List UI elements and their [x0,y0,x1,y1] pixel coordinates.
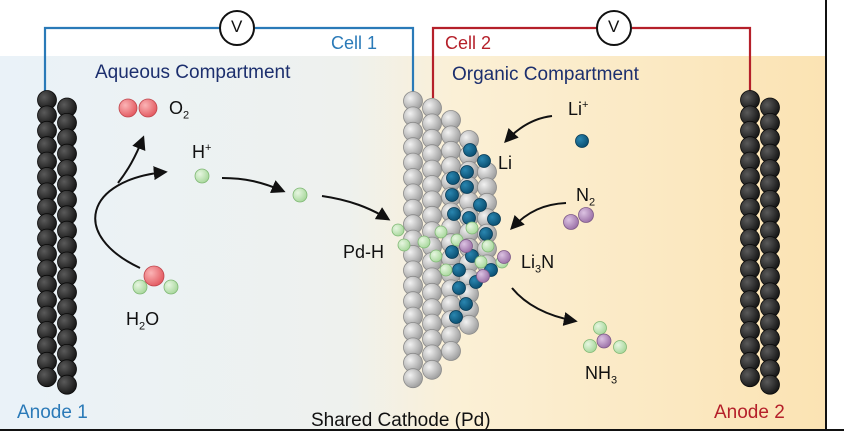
lithium-ion-label: Li+ [568,99,589,119]
lithium-atom [473,198,487,212]
anode2-electrode [740,90,780,395]
hydrogen-atom [194,168,210,184]
hydrogen-atom [481,239,495,253]
lithium-atom [452,281,466,295]
oxygen-label: O2 [169,98,190,122]
anode2-label: Anode 2 [714,402,785,423]
hydrogen-atom [292,187,308,203]
cell2-voltmeter-label: V [608,17,620,36]
lithium-atom [575,134,589,148]
nitrogen-arrow [510,202,567,231]
lithium-atom [487,212,501,226]
anode2-atom [740,367,760,388]
cell1-wire-left [43,26,220,97]
lithium-atom [452,263,466,277]
palladium-atom [422,359,442,380]
hydrogen-atom [132,279,148,295]
water-label: H2O [126,309,160,333]
oxygen-atom [143,265,165,287]
lithium-atom [449,310,463,324]
aqueous-compartment-title: Aqueous Compartment [95,62,291,83]
cell1-voltmeter-label: V [231,17,243,36]
nitrogen-atom [563,214,579,230]
pd-h-label: Pd-H [343,242,385,262]
lithium-atom [460,180,474,194]
lithium-label: Li [498,153,513,173]
anode1-atom [37,367,57,388]
lithium-deposit [445,134,589,324]
cell1-wire-right [255,26,415,98]
ammonia-label: NH3 [585,363,618,387]
lithium-atom [463,143,477,157]
palladium-atom [459,314,479,335]
cell1-label: Cell 1 [331,33,378,53]
cell2-wire-right [632,26,752,97]
proton-transfer-arrow-2 [321,195,391,221]
hydrogen-atom [439,263,453,277]
palladium-atom [403,368,423,389]
hydrogen-atom [163,279,179,295]
cell2-label: Cell 2 [445,33,492,53]
water-oxidation-arrow [94,166,168,269]
anode1-electrode [37,90,77,395]
lithium-atom [447,207,461,221]
oxygen-atom [138,98,158,118]
nitrogen-atom [578,207,594,223]
organic-compartment-title: Organic Compartment [452,64,639,85]
anode2-atom [760,374,780,395]
oxygen-evolution-arrow [117,135,146,184]
hydrogen-atom [583,339,597,353]
nitrogen-atom [596,333,612,349]
anode1-atom [57,374,77,395]
hydrogen-atom [593,321,607,335]
anode1-label: Anode 1 [17,402,88,423]
proton-label: H+ [192,142,212,162]
cell1-voltmeter-icon [219,10,255,46]
nitrogen-atom [476,269,490,283]
hydrogen-atom [429,249,443,263]
lithium-atom [479,227,493,241]
hydrogen-atom [465,221,479,235]
nitrogen-atom [459,239,473,253]
hydrogen-atom [397,238,411,252]
lithium-atom [477,154,491,168]
molecules [118,98,627,354]
ammonia-arrow [511,287,578,326]
proton-transfer-arrow-1 [221,177,286,194]
hydrogen-atom [474,255,488,269]
nitrogen-atom [497,250,511,264]
lithium-atom [445,188,459,202]
lithium-atom [459,297,473,311]
hydrogen-atom [391,223,405,237]
lithium-atom [446,171,460,185]
hydrogen-atom [613,340,627,354]
lithium-nitride-label: Li3N [521,252,555,276]
nitrogen-label: N2 [576,185,596,209]
palladium-atom [441,341,461,361]
lithium-atom [445,245,459,259]
cell2-voltmeter-icon [596,10,632,46]
hydrogen-atom [434,225,448,239]
oxygen-atom [118,98,138,118]
cell2-wire-left [431,26,597,98]
lithium-atom [460,165,474,179]
cathode-label: Shared Cathode (Pd) [311,410,491,431]
hydrogen-atom [417,235,431,249]
lithium-reduction-arrow [504,115,553,144]
